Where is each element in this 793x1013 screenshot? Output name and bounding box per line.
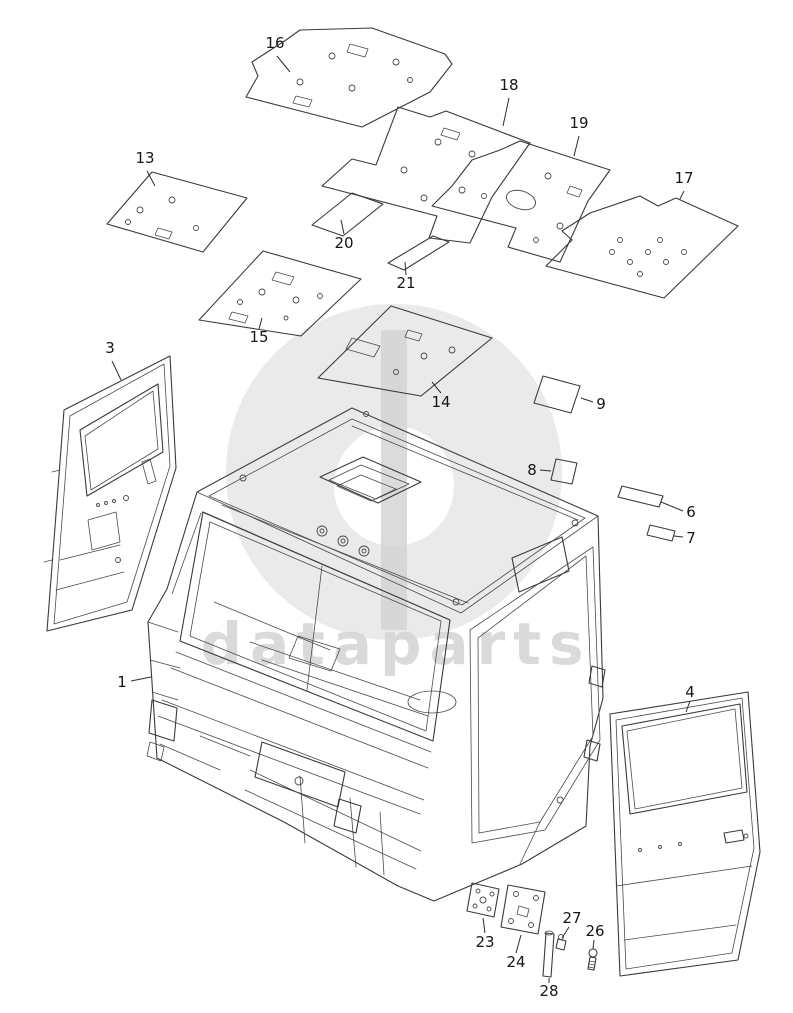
part-label-1: 1 [117,673,127,691]
pad-21 [387,235,450,271]
mat-16 [245,27,453,128]
pin-28 [542,930,555,978]
leader-1 [130,676,152,682]
leader-13 [146,170,156,187]
strip-6 [617,485,664,508]
mat-13 [106,171,248,253]
part-label-18: 18 [499,76,518,94]
part-label-24: 24 [506,953,525,971]
mat-18 [321,106,531,244]
mat-19 [431,140,611,263]
watermark-logo-bar [381,330,407,630]
leader-23 [482,917,486,934]
leader-27 [561,926,570,939]
part-label-27: 27 [562,909,581,927]
part-label-7: 7 [686,529,696,547]
strip-7 [646,524,676,542]
bracket-23 [466,882,500,918]
mat-17 [545,195,739,299]
leader-18 [502,97,510,127]
pad-20 [311,192,384,237]
leader-26 [592,939,595,950]
part-label-17: 17 [674,169,693,187]
part-label-28: 28 [539,982,558,1000]
part-label-6: 6 [686,503,696,521]
part-label-8: 8 [527,461,537,479]
leader-24 [515,934,522,954]
leader-14 [431,381,442,394]
leader-lines [111,55,691,983]
part-label-21: 21 [396,274,415,292]
part-label-23: 23 [475,933,494,951]
leader-9 [580,397,594,403]
door-left [43,355,177,632]
part-label-3: 3 [105,339,115,357]
leader-3 [111,360,122,381]
leader-16 [276,55,291,73]
watermark-text: dataparts [200,610,591,678]
part-label-26: 26 [585,922,604,940]
part-label-20: 20 [334,234,353,252]
pad-9 [533,375,581,414]
part-label-4: 4 [685,683,695,701]
part-label-9: 9 [596,395,606,413]
leader-6 [660,501,684,512]
mat-14 [317,305,493,397]
hinge-plate-24 [500,884,546,935]
leader-7 [673,535,684,538]
cab-assembly [146,407,606,902]
leader-20 [340,219,345,235]
bolt-27 [555,934,567,951]
part-labels: 16 18 19 13 17 20 21 15 14 9 8 6 7 3 1 4… [105,34,696,1000]
watermark: dataparts [200,304,591,678]
leader-8 [539,469,552,472]
part-label-19: 19 [569,114,588,132]
part-label-13: 13 [135,149,154,167]
screw-26 [587,948,598,971]
door-right [609,691,761,977]
leader-19 [573,135,580,157]
leader-17 [679,190,685,200]
pad-8 [550,458,578,485]
leader-15 [258,317,263,330]
leader-21 [404,261,407,276]
part-label-15: 15 [249,328,268,346]
part-label-16: 16 [265,34,284,52]
leader-4 [685,700,691,713]
mat-15 [198,250,362,337]
part-label-14: 14 [431,393,450,411]
